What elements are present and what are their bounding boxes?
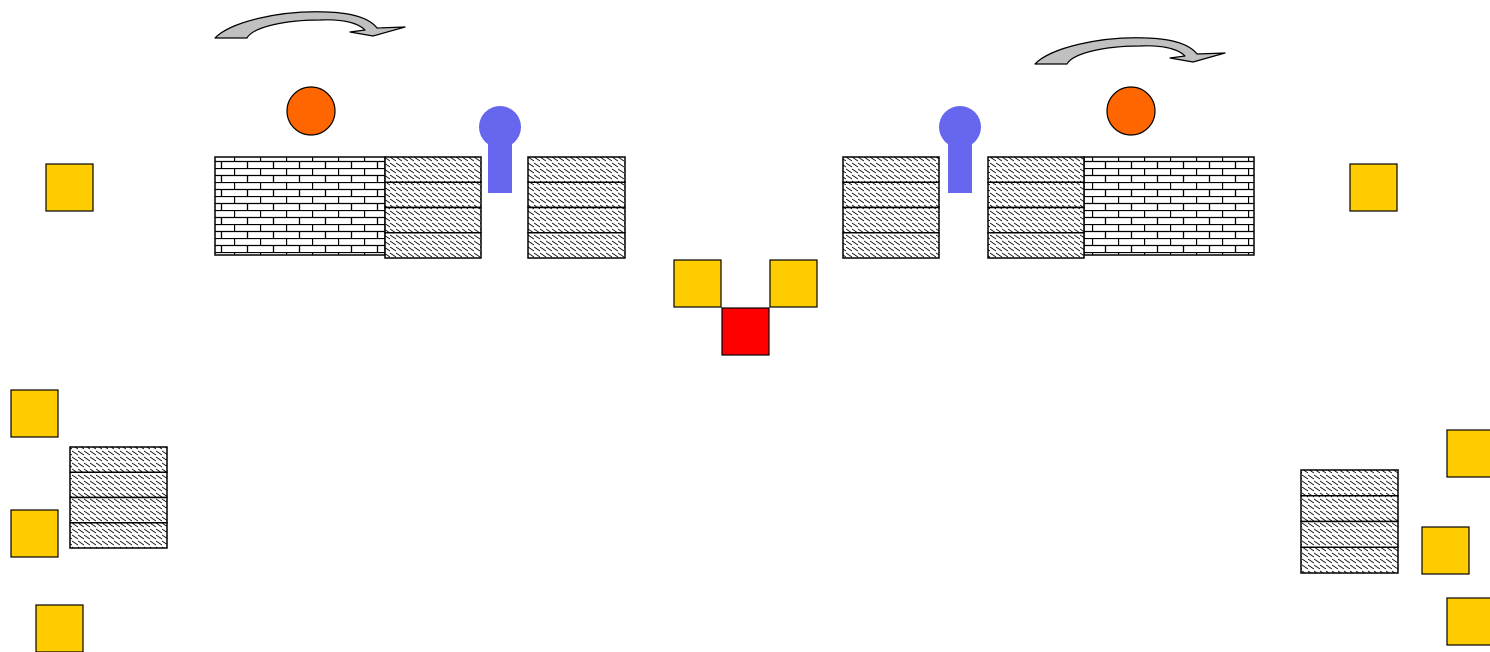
stack-layer — [987, 206, 1085, 234]
stack-layer — [384, 181, 482, 209]
yellow-square-9 — [1421, 526, 1470, 575]
posts-layer — [479, 106, 981, 193]
brick-wall-1 — [214, 156, 386, 256]
stack-layer — [842, 232, 940, 259]
yellow-square-5 — [10, 389, 59, 438]
stack-layer — [69, 522, 168, 549]
squares-layer — [10, 163, 1490, 652]
balls-layer — [286, 86, 1156, 136]
stack-layer — [384, 232, 482, 259]
stack-layer — [987, 181, 1085, 209]
hatched-stack-1 — [384, 156, 482, 259]
yellow-square-10 — [1446, 597, 1490, 646]
arrows-layer — [214, 11, 1226, 65]
stack-layer — [527, 206, 626, 234]
stack-layer — [987, 156, 1085, 183]
stack-layer — [384, 206, 482, 234]
stack-layer — [69, 471, 168, 499]
stack-layer — [842, 156, 940, 183]
stack-layer — [842, 181, 940, 209]
stack-layer — [527, 232, 626, 259]
hatched-stack-6 — [1300, 469, 1399, 574]
yellow-square-1 — [45, 163, 94, 212]
curved-arrow-1 — [214, 11, 406, 39]
walls-layer — [214, 156, 1255, 256]
post-head — [479, 106, 521, 148]
stack-layer — [1300, 495, 1399, 523]
stack-layer — [987, 232, 1085, 259]
stack-layer — [527, 156, 626, 183]
hatched-stack-5 — [69, 446, 168, 549]
yellow-square-4 — [769, 259, 818, 308]
stack-layer — [527, 181, 626, 209]
curved-arrow-2 — [1034, 37, 1226, 65]
yellow-square-8 — [1446, 429, 1490, 478]
hatched-stack-2 — [527, 156, 626, 259]
stack-layer — [69, 446, 168, 473]
brick-wall-2 — [1083, 156, 1255, 256]
blue-post-2 — [939, 106, 981, 193]
yellow-square-2 — [1349, 163, 1398, 212]
orange-ball-2 — [1106, 86, 1156, 136]
stack-layer — [1300, 520, 1399, 548]
stack-layer — [69, 496, 168, 524]
yellow-square-3 — [673, 259, 722, 308]
stack-layer — [1300, 469, 1399, 497]
yellow-square-6 — [10, 509, 59, 558]
blue-post-1 — [479, 106, 521, 193]
stacks-layer — [69, 156, 1399, 574]
stack-layer — [384, 156, 482, 183]
orange-ball-1 — [286, 86, 336, 136]
stack-layer — [842, 206, 940, 234]
red-square — [721, 307, 770, 356]
stack-layer — [1300, 546, 1399, 574]
hatched-stack-3 — [842, 156, 940, 259]
post-head — [939, 106, 981, 148]
yellow-square-7 — [35, 604, 84, 652]
hatched-stack-4 — [987, 156, 1085, 259]
